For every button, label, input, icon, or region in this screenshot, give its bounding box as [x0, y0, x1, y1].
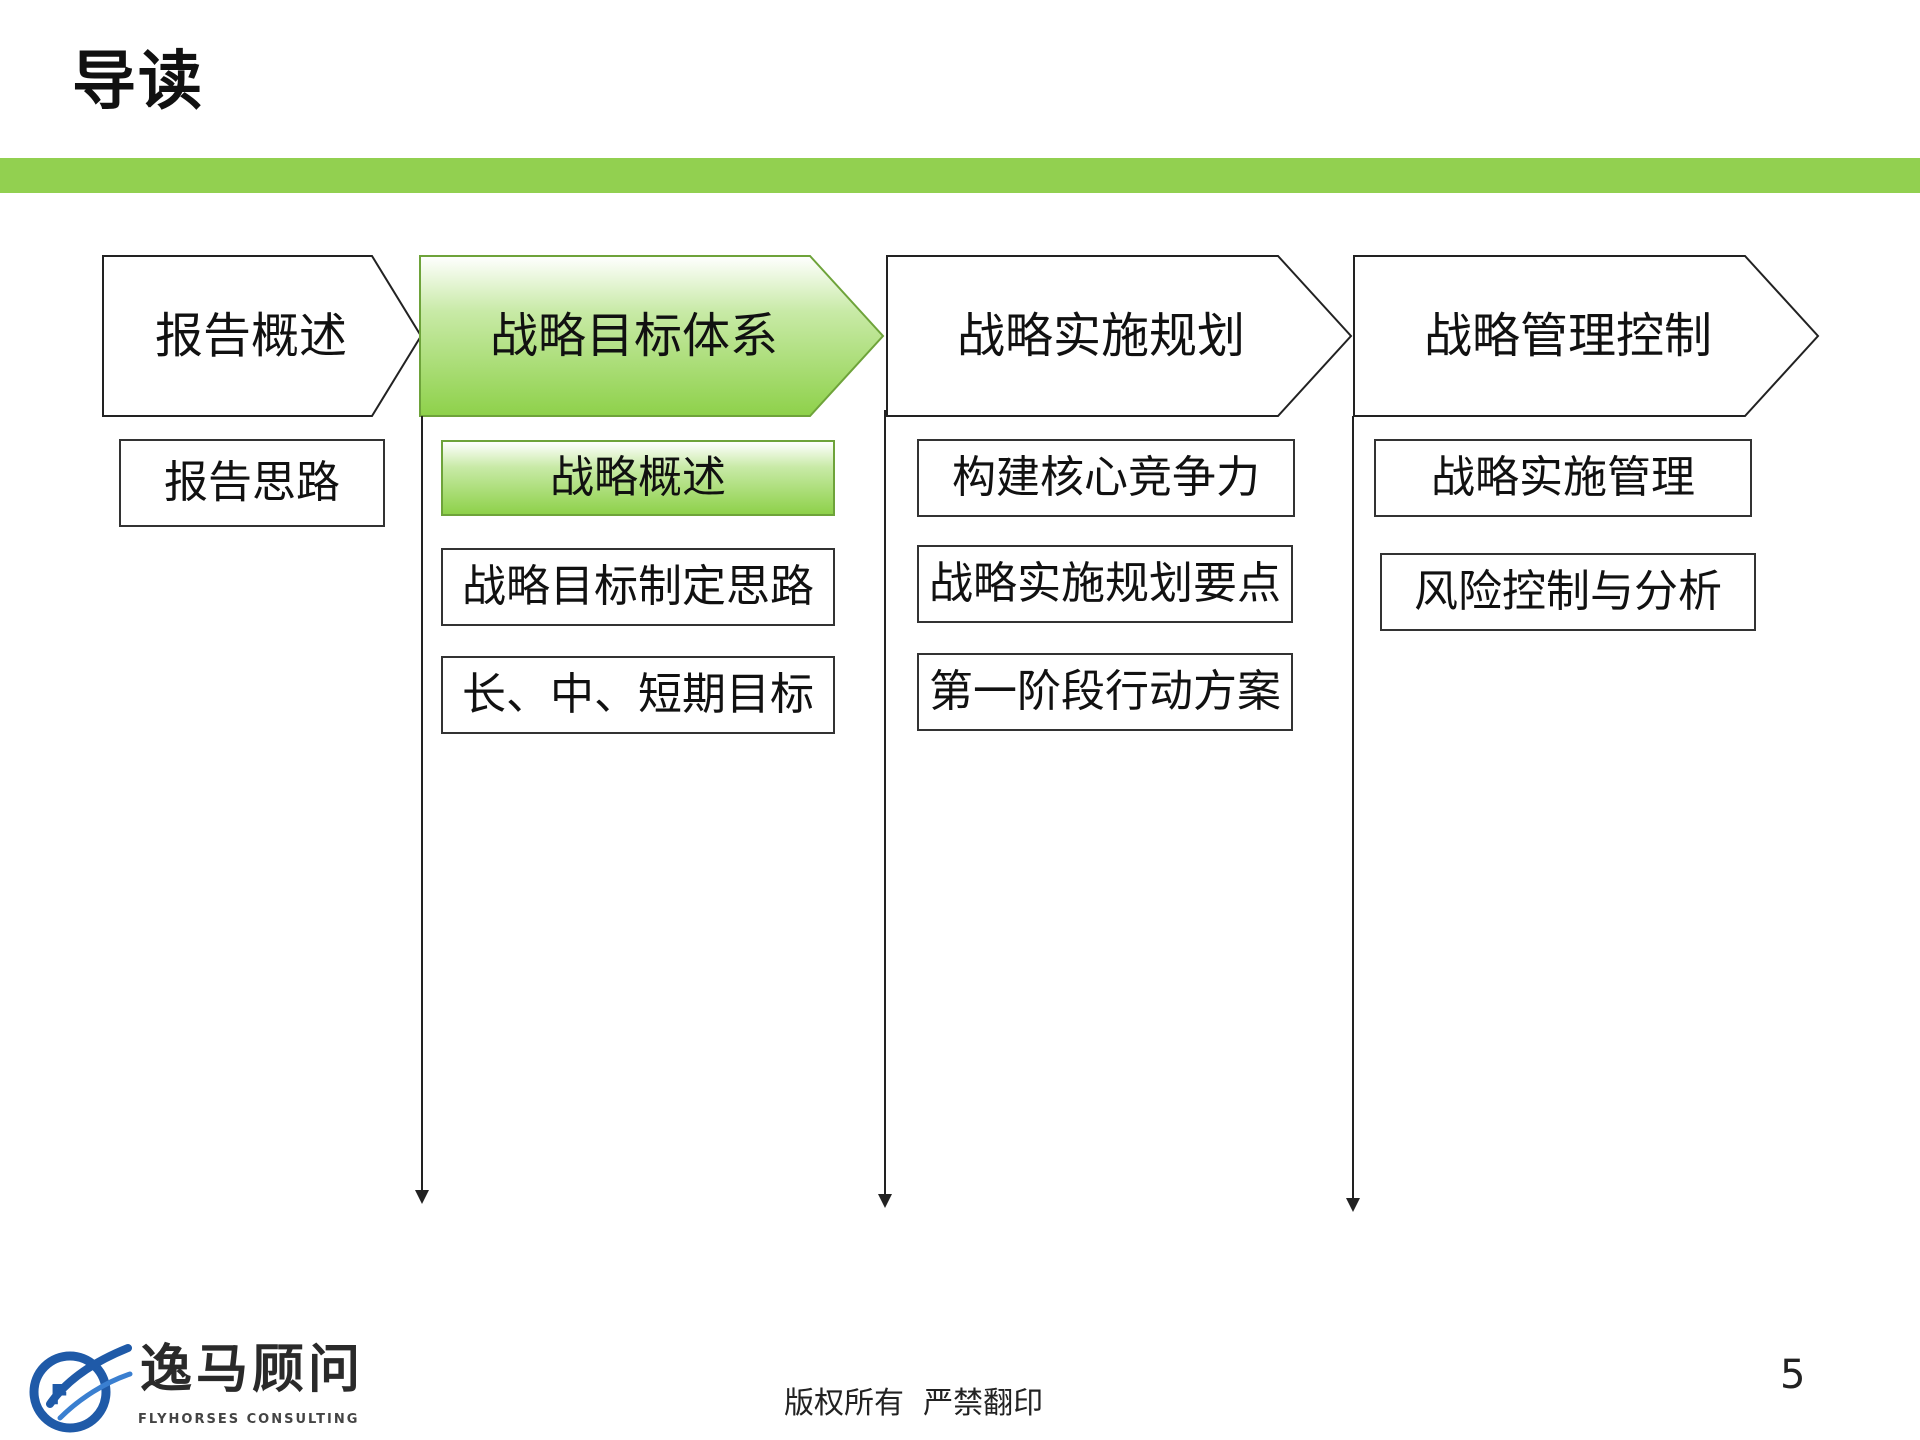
- copyright-footer: 版权所有 严禁翻印: [784, 1386, 1044, 1421]
- header-accent-bar: [0, 158, 1920, 193]
- phase-label-overview: 报告概述: [154, 308, 347, 364]
- phase-label-implementation: 战略实施规划: [956, 308, 1245, 364]
- topic-phase-one-action-plan[interactable]: 第一阶段行动方案: [917, 653, 1293, 731]
- topic-risk-control-analysis[interactable]: 风险控制与分析: [1380, 553, 1756, 631]
- logo-subtitle: FLYHORSES CONSULTING: [138, 1412, 360, 1427]
- page-title: 导读: [72, 45, 204, 119]
- process-flow-diagram: [102, 255, 1820, 1212]
- page-number: 5: [1780, 1352, 1806, 1398]
- topic-strategy-overview[interactable]: 战略概述: [441, 440, 835, 516]
- phase-chevron-management[interactable]: [1353, 255, 1820, 417]
- topic-implementation-keypoints[interactable]: 战略实施规划要点: [917, 545, 1293, 623]
- timeline-arrow-head-2: [878, 1194, 892, 1208]
- topic-core-competence[interactable]: 构建核心竞争力: [917, 439, 1295, 517]
- phase-label-management: 战略管理控制: [1423, 308, 1712, 364]
- topic-long-mid-short-goals[interactable]: 长、中、短期目标: [441, 656, 835, 734]
- phase-label-strategy-goals: 战略目标体系: [489, 308, 778, 364]
- phase-chevron-implementation[interactable]: [886, 255, 1353, 417]
- timeline-arrow-head-3: [1346, 1198, 1360, 1212]
- company-logo: F 逸马顾问 FLYHORSES CONSULTING: [20, 1338, 400, 1438]
- fm-swirl-logo-icon: F: [29, 1344, 133, 1433]
- topic-report-approach[interactable]: 报告思路: [119, 439, 385, 527]
- logo-name: 逸马顾问: [140, 1340, 365, 1400]
- phase-chevron-overview[interactable]: [102, 255, 423, 417]
- phase-chevron-strategy-goals[interactable]: [419, 255, 885, 417]
- svg-text:F: F: [50, 1378, 69, 1411]
- timeline-arrow-head-1: [415, 1190, 429, 1204]
- topic-goal-setting-approach[interactable]: 战略目标制定思路: [441, 548, 835, 626]
- topic-implementation-management[interactable]: 战略实施管理: [1374, 439, 1752, 517]
